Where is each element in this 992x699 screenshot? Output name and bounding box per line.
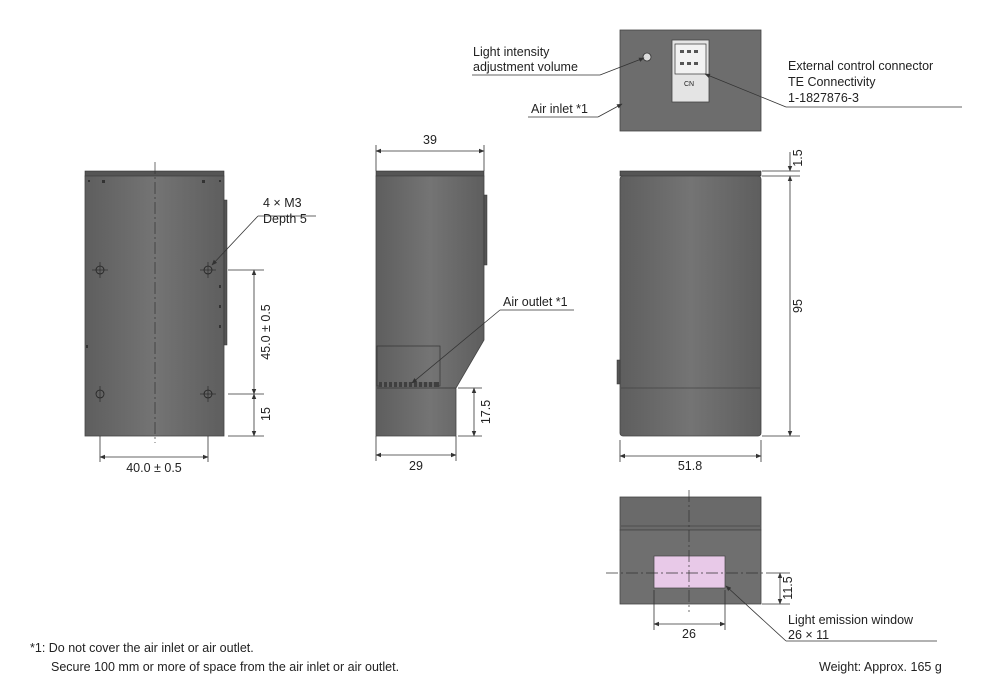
side-view-body <box>375 175 485 437</box>
holes-label-1: 4 × M3 <box>263 196 302 210</box>
light-volume-label-1: Light intensity <box>473 45 550 59</box>
footnote-line-1: *1: Do not cover the air inlet or air ou… <box>30 641 254 655</box>
dim-body-width: 51.8 <box>678 459 702 473</box>
dim-outlet-height: 17.5 <box>479 400 493 424</box>
footnote-line-2: Secure 100 mm or more of space from the … <box>51 660 400 674</box>
dim-lid-thickness: 1.5 <box>791 149 805 166</box>
volume-knob-icon <box>642 52 652 62</box>
dim-side-bottom: 29 <box>409 459 423 473</box>
mount-hole-icon <box>92 262 216 402</box>
dim-hole-pitch: 45.0 ± 0.5 <box>259 304 273 360</box>
dim-front-width: 40.0 ± 0.5 <box>126 461 182 475</box>
right-view-body <box>619 175 762 437</box>
emission-window <box>653 555 726 589</box>
connector-housing <box>674 43 707 75</box>
connector-label-3: 1-1827876-3 <box>788 91 859 105</box>
air-outlet-label: Air outlet *1 <box>503 295 568 309</box>
weight-note: Weight: Approx. 165 g <box>819 660 942 674</box>
dim-hole-from-bottom: 15 <box>259 407 273 421</box>
connector-label-1: External control connector <box>788 59 933 73</box>
top-view: CN <box>619 29 762 132</box>
bottom-view <box>606 490 772 612</box>
vent-grille <box>379 382 439 387</box>
emission-window-label-2: 26 × 11 <box>788 628 829 642</box>
dim-side-top: 39 <box>423 133 437 147</box>
front-view-body <box>84 175 225 437</box>
front-view <box>84 162 228 443</box>
side-view <box>375 170 488 437</box>
connector-label-2: TE Connectivity <box>788 75 876 89</box>
emission-window-label-1: Light emission window <box>788 613 914 627</box>
dim-window-center: 11.5 <box>781 576 795 599</box>
right-view <box>616 170 762 437</box>
dim-body-height: 95 <box>791 299 805 313</box>
air-inlet-label: Air inlet *1 <box>531 102 588 116</box>
light-volume-label-2: adjustment volume <box>473 60 578 74</box>
holes-label-2: Depth 5 <box>263 212 307 226</box>
connector-marking: CN <box>684 81 694 88</box>
dim-window-width: 26 <box>682 627 696 641</box>
